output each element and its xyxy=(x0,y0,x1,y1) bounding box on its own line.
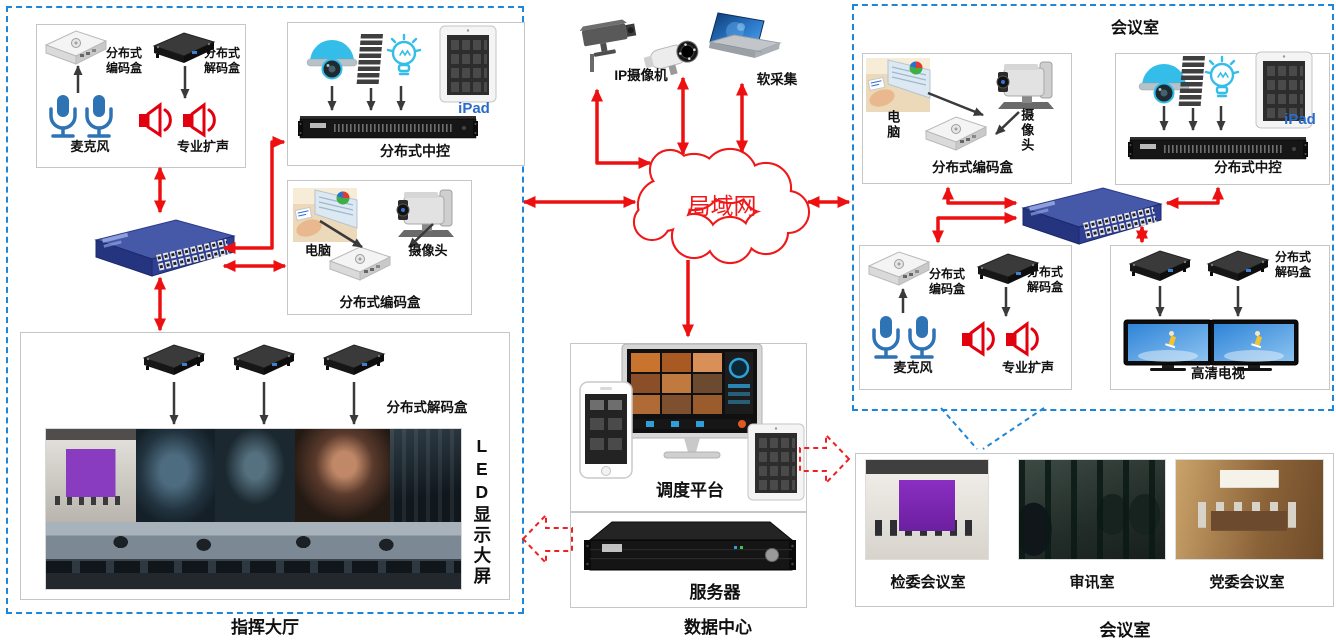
led-wall-control-room xyxy=(46,521,461,589)
decoder-label: 分布式 解码盒 xyxy=(1026,265,1063,294)
camera-label: 摄像头 xyxy=(408,243,448,258)
encoder-label: 分布式 编码盒 xyxy=(928,267,965,296)
ipad-label: iPad xyxy=(458,100,490,117)
central-control-label: 分布式中控 xyxy=(1214,160,1282,175)
led-wall-top-row xyxy=(46,429,461,522)
arrow-ipcam-to-lan xyxy=(591,88,652,169)
room-label-jianwei: 检委会议室 xyxy=(890,574,966,591)
led-wall-image xyxy=(45,428,462,590)
mic-label: 麦克风 xyxy=(70,139,110,154)
central-control-label: 分布式中控 xyxy=(380,143,450,159)
room-label-interrogation: 审讯室 xyxy=(1069,574,1115,591)
command-hall-title: 指挥大厅 xyxy=(231,618,299,637)
pc-label: 电脑 xyxy=(304,243,331,258)
soft-capture-label: 软采集 xyxy=(756,72,798,87)
led-thumb-scene4 xyxy=(389,429,461,522)
ip-camera-label: IP摄像机 xyxy=(614,68,668,83)
dispatch-platform-label: 调度平台 xyxy=(656,481,724,500)
ipad-label: iPad xyxy=(1284,111,1316,128)
cctv-camera-icon xyxy=(578,17,639,72)
photo-interrogation-room xyxy=(1018,459,1166,560)
hd-tv-label: 高清电视 xyxy=(1191,366,1245,381)
pc-label: 电脑 xyxy=(885,110,901,140)
server-label: 服务器 xyxy=(689,583,741,602)
photo-jianwei-room xyxy=(865,459,989,560)
led-thumb-scene1 xyxy=(136,429,216,522)
dashed-arrow-right xyxy=(799,432,851,486)
meeting-room-title: 会议室 xyxy=(1110,20,1159,37)
led-thumb-conference xyxy=(46,429,136,522)
camera-label: 摄像头 xyxy=(1019,108,1035,153)
encoder-box-label: 分布式编码盒 xyxy=(339,295,421,310)
led-screen-label: LED显示大屏 xyxy=(471,436,492,587)
room-label-dangwei: 党委会议室 xyxy=(1209,574,1285,591)
mic-label: 麦克风 xyxy=(893,360,933,375)
speakers-label: 专业扩声 xyxy=(1001,360,1054,375)
encoder-label: 分布式 编码盒 xyxy=(105,46,142,75)
dashed-arrow-left xyxy=(521,512,573,566)
led-decoder-label: 分布式解码盒 xyxy=(386,400,468,415)
tv-decoder-label: 分布式 解码盒 xyxy=(1274,250,1311,279)
lan-label: 局域网 xyxy=(688,193,757,219)
encoder-box-label: 分布式编码盒 xyxy=(932,160,1013,175)
section-connector xyxy=(940,407,1045,450)
data-center-title: 数据中心 xyxy=(684,618,752,637)
lan-cloud-icon: 局域网 xyxy=(632,147,811,265)
laptop-icon xyxy=(708,12,781,59)
meeting-room-footer: 会议室 xyxy=(1099,621,1151,640)
speakers-label: 专业扩声 xyxy=(176,139,229,154)
led-thumb-scene3 xyxy=(294,429,390,522)
led-thumb-scene2 xyxy=(215,429,295,522)
photo-dangwei-room xyxy=(1175,459,1324,560)
decoder-label: 分布式 解码盒 xyxy=(203,46,240,75)
